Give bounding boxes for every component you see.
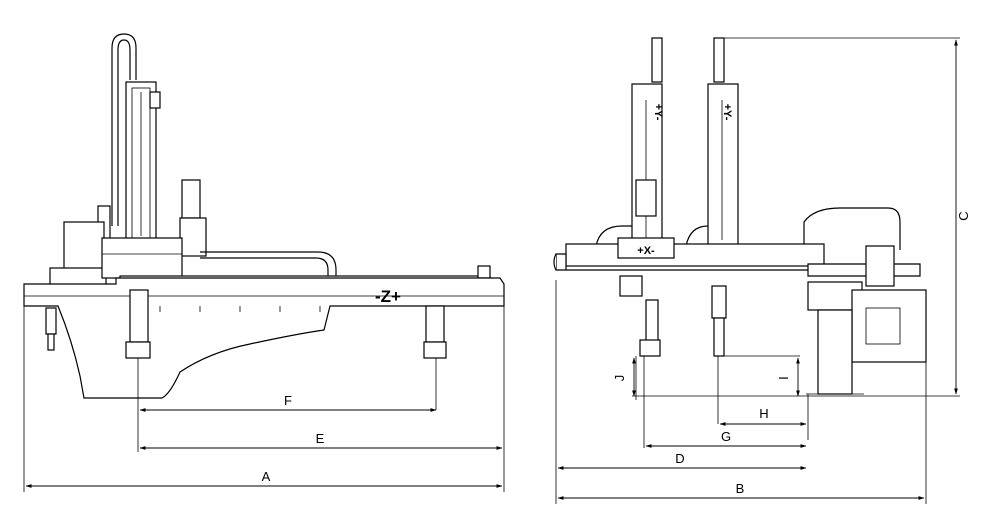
dimension-h-label: H [759,406,768,421]
dimension-i-label: I [776,376,791,380]
beam-hose [200,251,337,276]
dimension-a-label: A [262,469,271,484]
dimension-d-label: D [675,451,684,466]
pedestal [817,309,853,395]
dimension-j-label: J [612,375,627,382]
small-cylinder [181,179,201,219]
carriage [101,237,183,279]
motor-housing [803,207,901,250]
left-side-gripper-head [619,275,643,297]
left-motor [63,221,105,273]
x-beam [565,243,825,267]
dimension-g-label: G [721,429,731,444]
y-axis-label-right: +Y- [721,104,733,121]
sub-arm [129,289,149,343]
left-column-stub [651,37,663,83]
right-side-gripper [711,285,727,319]
dimension-c-label: C [956,211,971,220]
dimension-f-label: F [284,393,292,408]
left-gripper [45,307,57,335]
dimension-e-label: E [316,431,325,446]
cable-loop [111,33,137,226]
side-base-rail [555,253,921,277]
beam-bolts [159,306,321,312]
front-view: -Z+ F E A [23,33,505,492]
z-axis-label: -Z+ [375,287,401,306]
dimension-b-label: B [736,481,745,496]
side-view: +Y- +Y- +X- [553,37,971,504]
y-axis-label-left: +Y- [652,104,664,121]
cable-loop-inner [117,39,131,226]
right-gripper [425,305,445,343]
right-column-stub [713,37,725,83]
right-motor [851,289,927,363]
x-axis-label: +X- [637,245,655,257]
left-hose [595,225,632,247]
